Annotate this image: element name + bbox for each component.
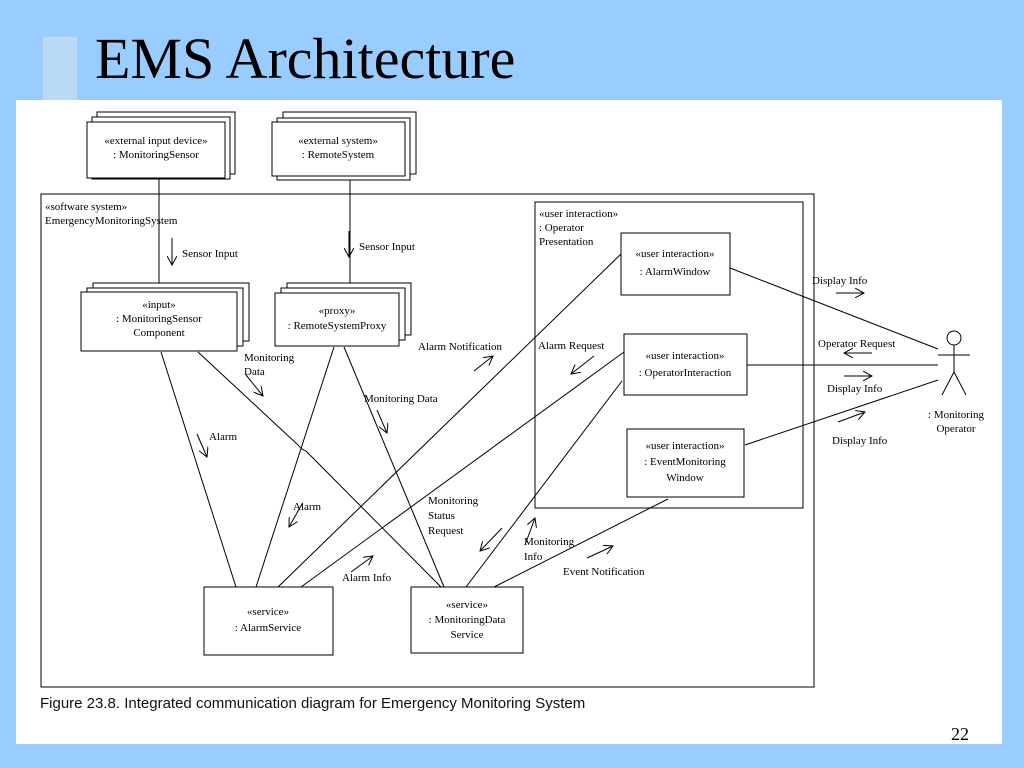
monitoring-sensor-stereotype: «external input device» [104, 135, 207, 147]
communication-diagram: «software system» EmergencyMonitoringSys… [40, 111, 984, 688]
sensor-component-name-2: Component [133, 327, 184, 339]
msg-alarm-info: Alarm Info [342, 572, 392, 584]
msg-event-notification: Event Notification [563, 566, 645, 578]
remote-proxy-name: : RemoteSystemProxy [288, 320, 387, 332]
operator-actor-icon [938, 330, 970, 396]
figure-caption-text: Integrated communication diagram for Eme… [124, 695, 586, 712]
msg-alarm-2: Alarm [293, 501, 322, 513]
msg-alarm-request: Alarm Request [538, 340, 604, 352]
system-stereotype: «software system» [45, 201, 127, 213]
monitoring-data-service-node: «service» : MonitoringData Service [410, 586, 524, 654]
msg-display-info-1: Display Info [812, 275, 868, 287]
remote-system-node: «external system» : RemoteSystem [271, 111, 417, 181]
event-window-stereotype: «user interaction» [645, 440, 724, 452]
monitoring-sensor-node: «external input device» : MonitoringSens… [86, 111, 236, 180]
operator-presentation-name-2: Presentation [539, 236, 594, 248]
msg-monitoring-data-1a: Monitoring [244, 352, 295, 364]
sensor-component-stereotype: «input» [142, 299, 176, 311]
alarm-service-name: : AlarmService [235, 622, 301, 634]
remote-proxy-node: «proxy» : RemoteSystemProxy [274, 282, 412, 347]
event-window-node: «user interaction» : EventMonitoring Win… [626, 428, 745, 498]
msg-display-info-3: Display Info [832, 435, 888, 447]
page-number: 22 [951, 724, 969, 744]
connection-lines [158, 172, 939, 588]
operator-name-1: : Monitoring [928, 409, 984, 421]
event-window-name-2: Window [666, 472, 703, 484]
msg-status-request-3: Request [428, 525, 463, 537]
message-arrows [172, 231, 872, 573]
msg-status-request-1: Monitoring [428, 495, 479, 507]
sensor-component-name-1: : MonitoringSensor [116, 313, 202, 325]
msg-status-request-2: Status [428, 510, 455, 522]
msg-alarm-1: Alarm [209, 431, 238, 443]
figure-number: Figure 23.8. [40, 695, 121, 712]
operator-presentation-name-1: : Operator [539, 222, 584, 234]
alarm-window-name: : AlarmWindow [640, 266, 711, 278]
msg-operator-request: Operator Request [818, 338, 895, 350]
alarm-service-stereotype: «service» [247, 606, 289, 618]
diagram-panel: «software system» EmergencyMonitoringSys… [16, 100, 1002, 744]
monitoring-sensor-name: : MonitoringSensor [113, 149, 199, 161]
monitoring-data-service-stereotype: «service» [446, 599, 488, 611]
monitoring-data-service-name-2: Service [451, 629, 484, 641]
msg-sensor-input-2: Sensor Input [359, 241, 415, 253]
operator-presentation-box [534, 201, 804, 509]
alarm-window-stereotype: «user interaction» [635, 248, 714, 260]
remote-proxy-stereotype: «proxy» [319, 305, 356, 317]
msg-sensor-input-1: Sensor Input [182, 248, 238, 260]
monitoring-data-service-name-1: : MonitoringData [429, 614, 506, 626]
operator-name-2: Operator [936, 423, 975, 435]
system-name: EmergencyMonitoringSystem [45, 215, 178, 227]
sensor-component-node: «input» : MonitoringSensor Component [80, 282, 250, 352]
operator-interaction-node: «user interaction» : OperatorInteraction [623, 333, 748, 396]
slide-title: EMS Architecture [95, 26, 516, 91]
msg-monitoring-data-1b: Data [244, 366, 265, 378]
title-accent-block [42, 36, 78, 102]
software-system-boundary [40, 193, 815, 688]
alarm-service-node: «service» : AlarmService [203, 586, 334, 656]
msg-monitoring-data-2: Monitoring Data [364, 393, 438, 405]
remote-system-stereotype: «external system» [298, 135, 378, 147]
msg-monitoring-info-2: Info [524, 551, 543, 563]
msg-monitoring-info-1: Monitoring [524, 536, 575, 548]
alarm-window-node: «user interaction» : AlarmWindow [620, 232, 731, 296]
msg-alarm-notification: Alarm Notification [418, 341, 503, 353]
operator-interaction-stereotype: «user interaction» [645, 350, 724, 362]
msg-display-info-2: Display Info [827, 383, 883, 395]
event-window-name-1: : EventMonitoring [644, 456, 726, 468]
operator-presentation-stereotype: «user interaction» [539, 208, 618, 220]
figure-caption: Figure 23.8. Integrated communication di… [40, 695, 585, 712]
remote-system-name: : RemoteSystem [302, 149, 375, 161]
operator-interaction-name: : OperatorInteraction [639, 367, 732, 379]
